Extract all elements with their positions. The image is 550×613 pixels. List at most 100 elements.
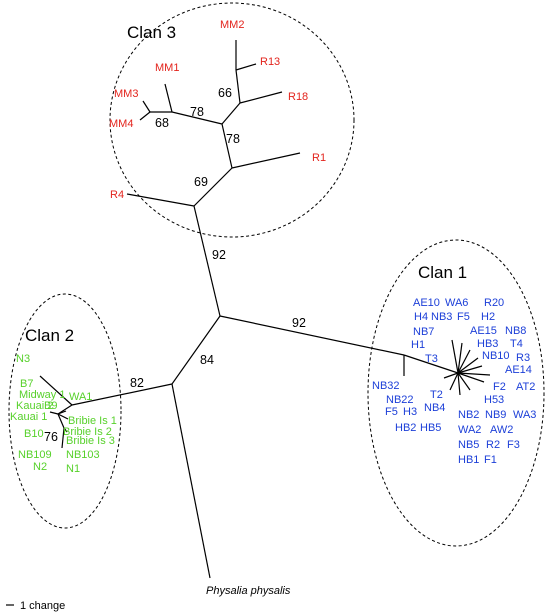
branch-r13 xyxy=(235,63,257,71)
taxon-label: T3 xyxy=(425,353,438,365)
taxon-label: N1 xyxy=(66,463,80,475)
taxon-label: H4 xyxy=(414,311,428,323)
taxon-label: NB109 xyxy=(18,449,52,461)
taxon-label: R2 xyxy=(486,439,500,451)
branch-c1-6 xyxy=(457,372,491,376)
support-value: 92 xyxy=(212,248,226,262)
taxon-label: R3 xyxy=(516,352,530,364)
branch-c1-9 xyxy=(457,372,461,396)
taxon-label: NB103 xyxy=(66,449,100,461)
taxon-label: F3 xyxy=(507,439,520,451)
branch-mm1 xyxy=(164,83,173,113)
taxon-label: NB7 xyxy=(413,326,434,338)
branch-mm3 xyxy=(142,100,151,113)
taxon-label: MM3 xyxy=(114,88,138,100)
branch-central xyxy=(171,315,221,385)
branch-n3 xyxy=(39,375,73,406)
support-value: 76 xyxy=(44,430,58,444)
clan3-title: Clan 3 xyxy=(127,23,176,42)
support-value: 82 xyxy=(130,376,144,390)
branch-nb103 xyxy=(63,427,68,433)
taxon-label: NB8 xyxy=(505,325,526,337)
taxon-label: MM1 xyxy=(155,62,179,74)
taxon-label: Bribie Is 2 xyxy=(63,426,112,438)
support-value: 78 xyxy=(226,132,240,146)
branch-outgroup xyxy=(171,383,211,579)
taxon-label: NB9 xyxy=(485,409,506,421)
taxon-label: F5 xyxy=(457,311,470,323)
taxon-label: B10 xyxy=(24,428,44,440)
support-value: 84 xyxy=(200,353,214,367)
taxon-label: NB5 xyxy=(458,439,479,451)
taxon-label: H53 xyxy=(484,394,504,406)
taxon-label: F5 xyxy=(385,406,398,418)
clan1-ellipse xyxy=(367,239,545,547)
branch-c1-8 xyxy=(457,372,471,391)
outgroup-label: Physalia physalis xyxy=(206,585,291,597)
branch-mm4 xyxy=(139,111,151,121)
taxon-label: WA6 xyxy=(445,297,468,309)
taxon-label: B7 xyxy=(20,378,33,390)
branch-r1 xyxy=(231,152,301,169)
branch-bribie xyxy=(57,413,69,420)
clan2-title: Clan 2 xyxy=(25,326,74,345)
branch-c3c xyxy=(171,111,223,125)
taxon-label: N3 xyxy=(16,353,30,365)
branch-c1-5 xyxy=(457,365,483,374)
branch-c1-7 xyxy=(457,372,485,383)
clan1-title: Clan 1 xyxy=(418,263,467,282)
taxon-label: NB22 xyxy=(386,394,414,406)
taxon-label: T4 xyxy=(510,338,523,350)
branch-c3f xyxy=(235,69,241,104)
taxon-label: T2 xyxy=(430,389,443,401)
tree-branches xyxy=(39,40,491,579)
branch-c1-3 xyxy=(457,349,471,374)
branch-clan3 xyxy=(193,205,221,317)
taxon-label: R13 xyxy=(260,56,280,68)
taxon-label: NB32 xyxy=(372,380,400,392)
taxon-label: WA1 xyxy=(69,391,92,403)
branch-c1-2 xyxy=(457,342,463,374)
branch-wa1 xyxy=(57,410,67,415)
taxon-label: Bribie Is 1 xyxy=(68,415,117,427)
taxon-label: Bribie Is 3 xyxy=(66,435,115,447)
taxon-label: AE10 xyxy=(413,297,440,309)
taxon-label: AE15 xyxy=(470,325,497,337)
clan3-ellipse xyxy=(109,2,355,238)
taxon-label: AE14 xyxy=(505,364,532,376)
taxon-label: AW2 xyxy=(490,424,513,436)
taxon-label: HB2 xyxy=(395,422,416,434)
taxon-label: NB3 xyxy=(431,311,452,323)
branch-b9 xyxy=(49,411,59,415)
taxon-label: Kauai 2 xyxy=(16,400,53,412)
taxon-label: Kauai 1 xyxy=(10,411,47,423)
taxon-label: B9 xyxy=(44,400,57,412)
clan2-ellipse xyxy=(8,293,122,529)
branch-r18 xyxy=(239,91,283,104)
support-value: 66 xyxy=(218,86,232,100)
taxon-label: NB10 xyxy=(482,350,510,362)
branch-r4 xyxy=(126,193,195,207)
taxon-label: NB4 xyxy=(424,402,445,414)
taxon-label: WA3 xyxy=(513,409,536,421)
taxon-label: HB1 xyxy=(458,454,479,466)
branch-c1-4 xyxy=(457,357,479,374)
branch-c3e xyxy=(221,102,241,125)
taxon-label: HB5 xyxy=(420,422,441,434)
branch-c1a xyxy=(403,354,459,374)
branch-clan1 xyxy=(219,315,405,356)
branch-c2b xyxy=(57,413,65,429)
taxon-label: AT2 xyxy=(516,381,535,393)
branch-c1-1 xyxy=(451,339,459,374)
taxon-label: MM4 xyxy=(109,118,133,130)
taxon-label: H3 xyxy=(403,406,417,418)
taxon-label: R4 xyxy=(110,189,124,201)
branch-c3b xyxy=(221,123,233,169)
scale-label: 1 change xyxy=(20,600,65,612)
branch-clan2 xyxy=(71,383,173,406)
taxon-label: Midway 1 xyxy=(19,389,65,401)
branch-c1-10 xyxy=(449,372,459,391)
support-value: 68 xyxy=(155,116,169,130)
support-value: 69 xyxy=(194,175,208,189)
